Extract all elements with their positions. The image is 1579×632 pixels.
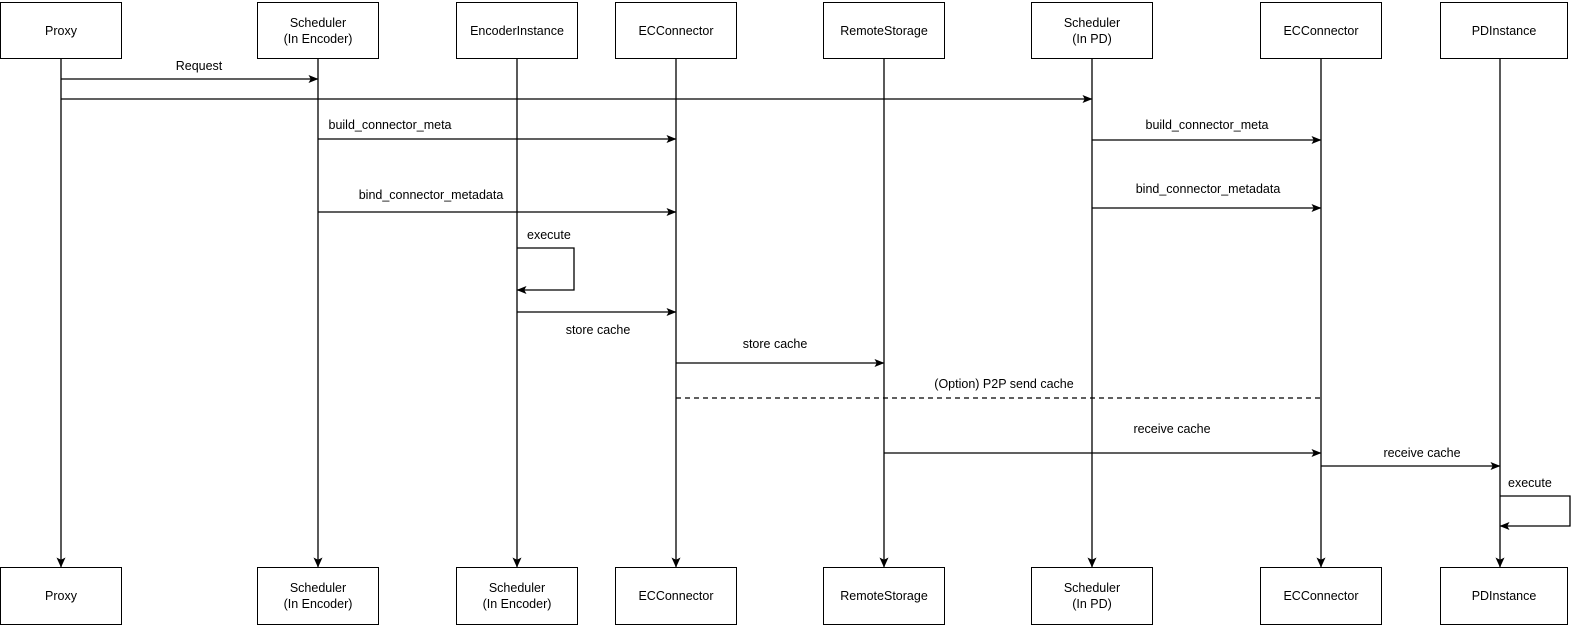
participant-footer-scheduler-enc-c[interactable]: Scheduler (In Encoder) — [456, 567, 578, 625]
participant-name-line1: Scheduler — [289, 15, 347, 30]
participant-name-line2: (In Encoder) — [482, 597, 552, 611]
participant-name-line1: EncoderInstance — [470, 23, 564, 38]
participant-name-line2: (In PD) — [1072, 31, 1112, 46]
participant-name-line1: Proxy — [45, 589, 77, 603]
participant-name-line1: RemoteStorage — [840, 589, 928, 603]
participant-footer-remotestorage-b[interactable]: RemoteStorage — [823, 567, 945, 625]
participant-name-line1: Scheduler — [1063, 15, 1121, 30]
self-message-group — [516, 247, 1571, 530]
participant-name-line1: ECConnector — [638, 23, 714, 38]
lifeline-group — [56, 59, 1505, 568]
self-message-loop-s1 — [516, 247, 575, 294]
participant-header-ecconnector-b[interactable]: ECConnector — [1260, 2, 1382, 59]
participant-footer-scheduler-enc-b[interactable]: Scheduler (In Encoder) — [257, 567, 379, 625]
participant-footer-ecconnector-a-b[interactable]: ECConnector — [615, 567, 737, 625]
participant-name-line1: PDInstance — [1471, 589, 1537, 603]
participant-footer-scheduler-pd-b[interactable]: Scheduler (In PD) — [1031, 567, 1153, 625]
participant-header-remotestorage[interactable]: RemoteStorage — [823, 2, 945, 59]
participant-name-line1: Scheduler — [1063, 581, 1121, 595]
participant-header-proxy[interactable]: Proxy — [0, 2, 122, 59]
self-message-loop-s2 — [1499, 495, 1571, 530]
participant-name-line1: ECConnector — [1283, 23, 1359, 38]
participant-name-line1: Proxy — [45, 23, 77, 38]
participant-name-line1: ECConnector — [1283, 589, 1359, 603]
participant-name-line1: Scheduler — [488, 581, 546, 595]
participant-name-line1: PDInstance — [1471, 23, 1537, 38]
participant-header-encoder-inst[interactable]: EncoderInstance — [456, 2, 578, 59]
participant-footer-proxy-b[interactable]: Proxy — [0, 567, 122, 625]
participant-name-line1: ECConnector — [638, 589, 714, 603]
participant-name-line2: (In Encoder) — [283, 31, 353, 46]
participant-name-line1: Scheduler — [289, 581, 347, 595]
participant-name-line2: (In Encoder) — [283, 597, 353, 611]
participant-name-line1: RemoteStorage — [840, 23, 928, 38]
participant-footer-ecconnector-b-b[interactable]: ECConnector — [1260, 567, 1382, 625]
participant-footer-pdinstance-b[interactable]: PDInstance — [1440, 567, 1568, 625]
participant-name-line2: (In PD) — [1072, 597, 1112, 611]
participant-header-pdinstance[interactable]: PDInstance — [1440, 2, 1568, 59]
message-arrow-group — [61, 75, 1501, 470]
participant-header-scheduler-pd[interactable]: Scheduler(In PD) — [1031, 2, 1153, 59]
participant-header-scheduler-enc[interactable]: Scheduler(In Encoder) — [257, 2, 379, 59]
participant-header-ecconnector-a[interactable]: ECConnector — [615, 2, 737, 59]
